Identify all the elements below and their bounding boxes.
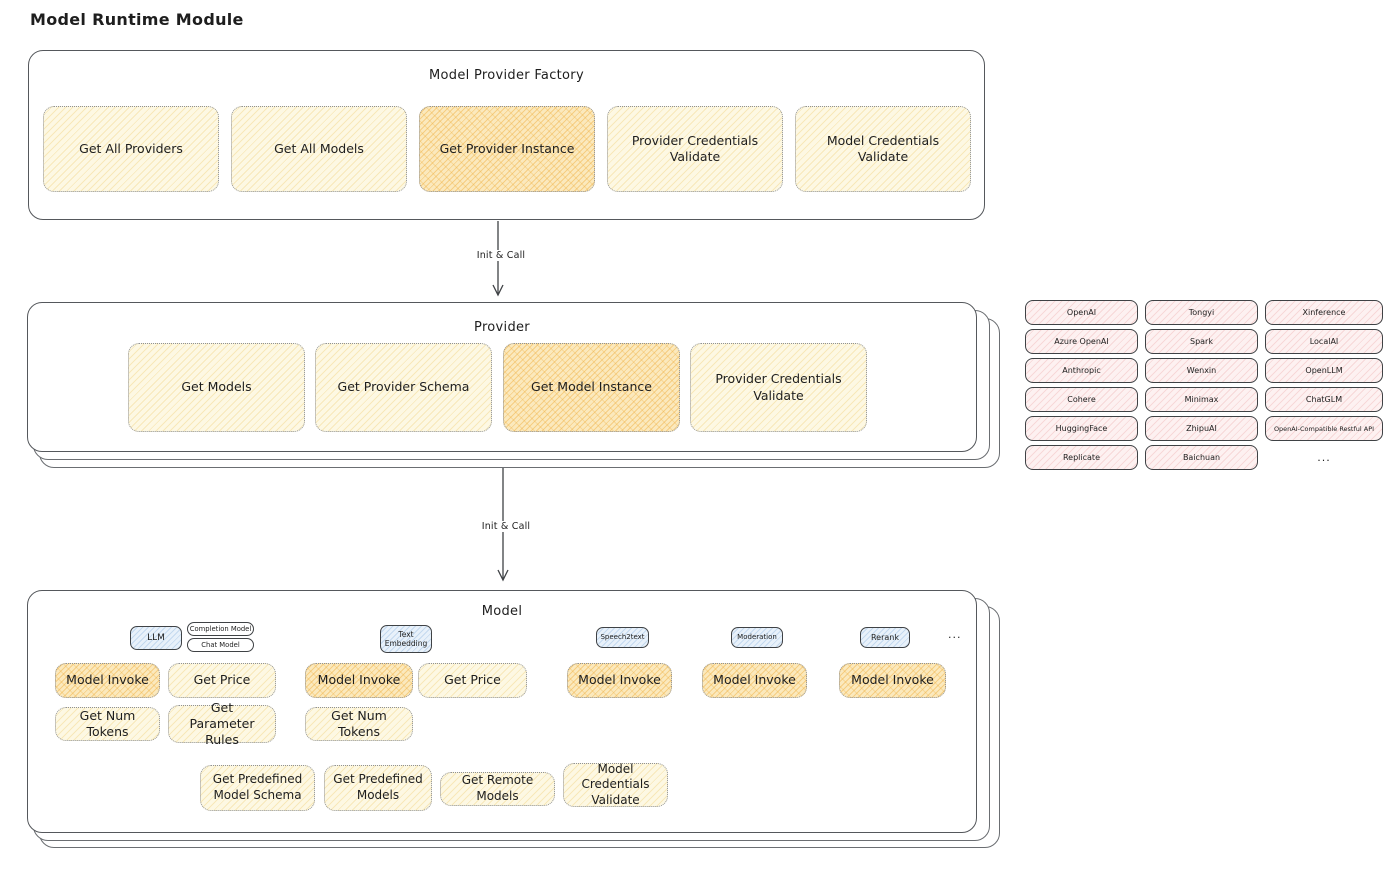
model-credentials-validate-node: Model Credentials Validate [795, 106, 971, 192]
model-title: Model [481, 604, 523, 619]
get-predefined-model-schema-node: Get Predefined Model Schema [200, 765, 315, 811]
get-models-node: Get Models [128, 343, 305, 432]
init-call-label-2: Init & Call [469, 521, 543, 532]
catalog-chip-baichuan: Baichuan [1145, 445, 1258, 470]
tab-speech2text: Speech2text [596, 627, 649, 648]
tab-llm: LLM [130, 626, 182, 650]
catalog-chip-xinference: Xinference [1265, 300, 1383, 325]
tab-moderation: Moderation [731, 627, 783, 648]
catalog-chip-openai: OpenAI [1025, 300, 1138, 325]
moderation-model-invoke-node: Model Invoke [702, 663, 807, 698]
llm-get-parameter-rules-node: Get Parameter Rules [168, 700, 276, 747]
tabs-ellipsis: ... [948, 628, 962, 641]
factory-title: Model Provider Factory [429, 68, 584, 83]
catalog-chip-azure-openai: Azure OpenAI [1025, 329, 1138, 354]
model-credentials-validate-node-2: Model Credentials Validate [563, 762, 668, 807]
catalog-chip-cohere: Cohere [1025, 387, 1138, 412]
catalog-chip-tongyi: Tongyi [1145, 300, 1258, 325]
catalog-chip-zhipuai: ZhipuAI [1145, 416, 1258, 441]
embedding-get-num-tokens-node: Get Num Tokens [305, 707, 413, 741]
page-title: Model Runtime Module [30, 10, 244, 29]
get-all-models-node: Get All Models [231, 106, 407, 192]
get-provider-schema-node: Get Provider Schema [315, 343, 492, 432]
tab-text-embedding: Text Embedding [380, 625, 432, 653]
catalog-chip-openllm: OpenLLM [1265, 358, 1383, 383]
tab-rerank: Rerank [860, 627, 910, 648]
embedding-get-price-node: Get Price [418, 663, 527, 698]
provider-credentials-validate-node: Provider Credentials Validate [607, 106, 783, 192]
speech2text-model-invoke-node: Model Invoke [567, 663, 672, 698]
tab-completion-model: Completion Model [187, 622, 254, 636]
catalog-chip-spark: Spark [1145, 329, 1258, 354]
catalog-chip-minimax: Minimax [1145, 387, 1258, 412]
rerank-model-invoke-node: Model Invoke [839, 663, 946, 698]
catalog-chip-openai-compatible: OpenAI-Compatible Restful API [1265, 416, 1383, 441]
llm-get-num-tokens-node: Get Num Tokens [55, 707, 160, 741]
catalog-chip-localai: LocalAI [1265, 329, 1383, 354]
catalog-chip-chatglm: ChatGLM [1265, 387, 1383, 412]
get-model-instance-node: Get Model Instance [503, 343, 680, 432]
get-remote-models-node: Get Remote Models [440, 772, 555, 806]
provider-title: Provider [474, 320, 530, 335]
get-provider-instance-node: Get Provider Instance [419, 106, 595, 192]
provider-catalog: OpenAI Tongyi Xinference Azure OpenAI Sp… [1025, 300, 1383, 470]
llm-model-invoke-node: Model Invoke [55, 663, 160, 698]
get-predefined-models-node: Get Predefined Models [324, 765, 432, 811]
init-call-label-1: Init & Call [464, 250, 538, 261]
get-all-providers-node: Get All Providers [43, 106, 219, 192]
tab-chat-model: Chat Model [187, 638, 254, 652]
llm-get-price-node: Get Price [168, 663, 276, 698]
catalog-chip-replicate: Replicate [1025, 445, 1138, 470]
catalog-ellipsis: ... [1317, 451, 1331, 464]
catalog-chip-anthropic: Anthropic [1025, 358, 1138, 383]
catalog-chip-huggingface: HuggingFace [1025, 416, 1138, 441]
provider-credentials-validate-node-2: Provider Credentials Validate [690, 343, 867, 432]
catalog-chip-wenxin: Wenxin [1145, 358, 1258, 383]
embedding-model-invoke-node: Model Invoke [305, 663, 413, 698]
